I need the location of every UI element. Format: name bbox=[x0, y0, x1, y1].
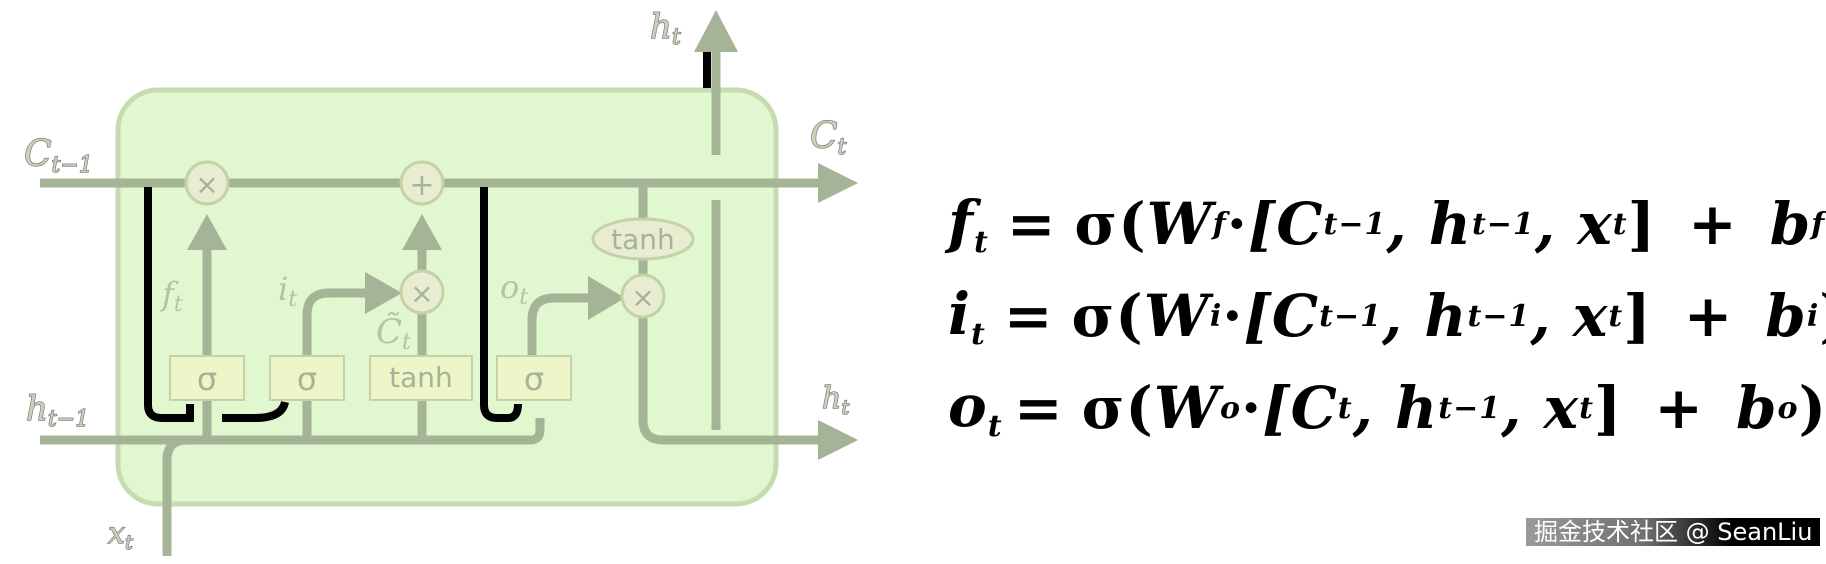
gate-equations: ft = σ(Wf·[Ct−1, ht−1, xt] + bf) it = σ(… bbox=[948, 178, 1826, 454]
h-out-top-path bbox=[694, 10, 738, 430]
forget-gate-path bbox=[187, 214, 227, 356]
peephole-connections bbox=[144, 187, 522, 422]
layer-candidate-tanh: tanh bbox=[369, 355, 473, 401]
label-i-gate: it bbox=[278, 270, 297, 312]
op-cell-tanh: tanh bbox=[591, 217, 695, 261]
svg-text:tanh: tanh bbox=[389, 361, 453, 394]
svg-text:σ: σ bbox=[297, 360, 317, 398]
gate-forget: σ bbox=[169, 355, 245, 401]
svg-text:×: × bbox=[631, 281, 654, 314]
peephole-input bbox=[222, 400, 289, 422]
gate-output: σ bbox=[496, 355, 572, 401]
candidate-path bbox=[402, 214, 442, 356]
label-h-out-top: ht bbox=[650, 7, 681, 50]
equation-input-gate: it = σ(Wi·[Ct−1, ht−1, xt] + bi) bbox=[948, 280, 1826, 352]
hidden-input-line bbox=[40, 418, 545, 445]
svg-text:σ: σ bbox=[197, 360, 217, 398]
equation-forget-gate: ft = σ(Wf·[Ct−1, ht−1, xt] + bf) bbox=[948, 188, 1826, 260]
svg-text:tanh: tanh bbox=[611, 223, 675, 256]
peephole-forget bbox=[144, 187, 194, 422]
svg-text:+: + bbox=[409, 168, 434, 203]
x-input-line bbox=[162, 435, 188, 556]
label-c-tilde: C̃t bbox=[376, 312, 411, 355]
label-h-prev: ht−1 bbox=[26, 389, 89, 432]
op-output-multiply: × bbox=[620, 273, 666, 319]
label-h-out-right: ht bbox=[822, 381, 850, 419]
op-input-multiply: × bbox=[399, 269, 445, 315]
svg-text:×: × bbox=[410, 277, 433, 310]
input-gate-path bbox=[302, 272, 402, 356]
svg-text:×: × bbox=[195, 168, 218, 201]
op-forget-multiply: × bbox=[184, 160, 230, 206]
gate-feed-lines bbox=[202, 400, 427, 440]
label-c-prev: Ct−1 bbox=[24, 134, 93, 178]
h-out-right-arrow bbox=[818, 420, 858, 460]
output-gate-path bbox=[527, 276, 625, 356]
watermark: 掘金技术社区 @ SeanLiu bbox=[1526, 518, 1821, 546]
label-o-gate: ot bbox=[500, 268, 528, 310]
peephole-output bbox=[480, 187, 522, 422]
op-cell-add: + bbox=[399, 160, 445, 206]
label-x-in: xt bbox=[108, 516, 134, 554]
lstm-peephole-diagram: σ σ tanh σ × + × tanh × ft it C̃t bbox=[23, 6, 858, 556]
svg-text:σ: σ bbox=[524, 360, 544, 398]
gate-input: σ bbox=[269, 355, 345, 401]
label-c-out: Ct bbox=[810, 116, 847, 160]
